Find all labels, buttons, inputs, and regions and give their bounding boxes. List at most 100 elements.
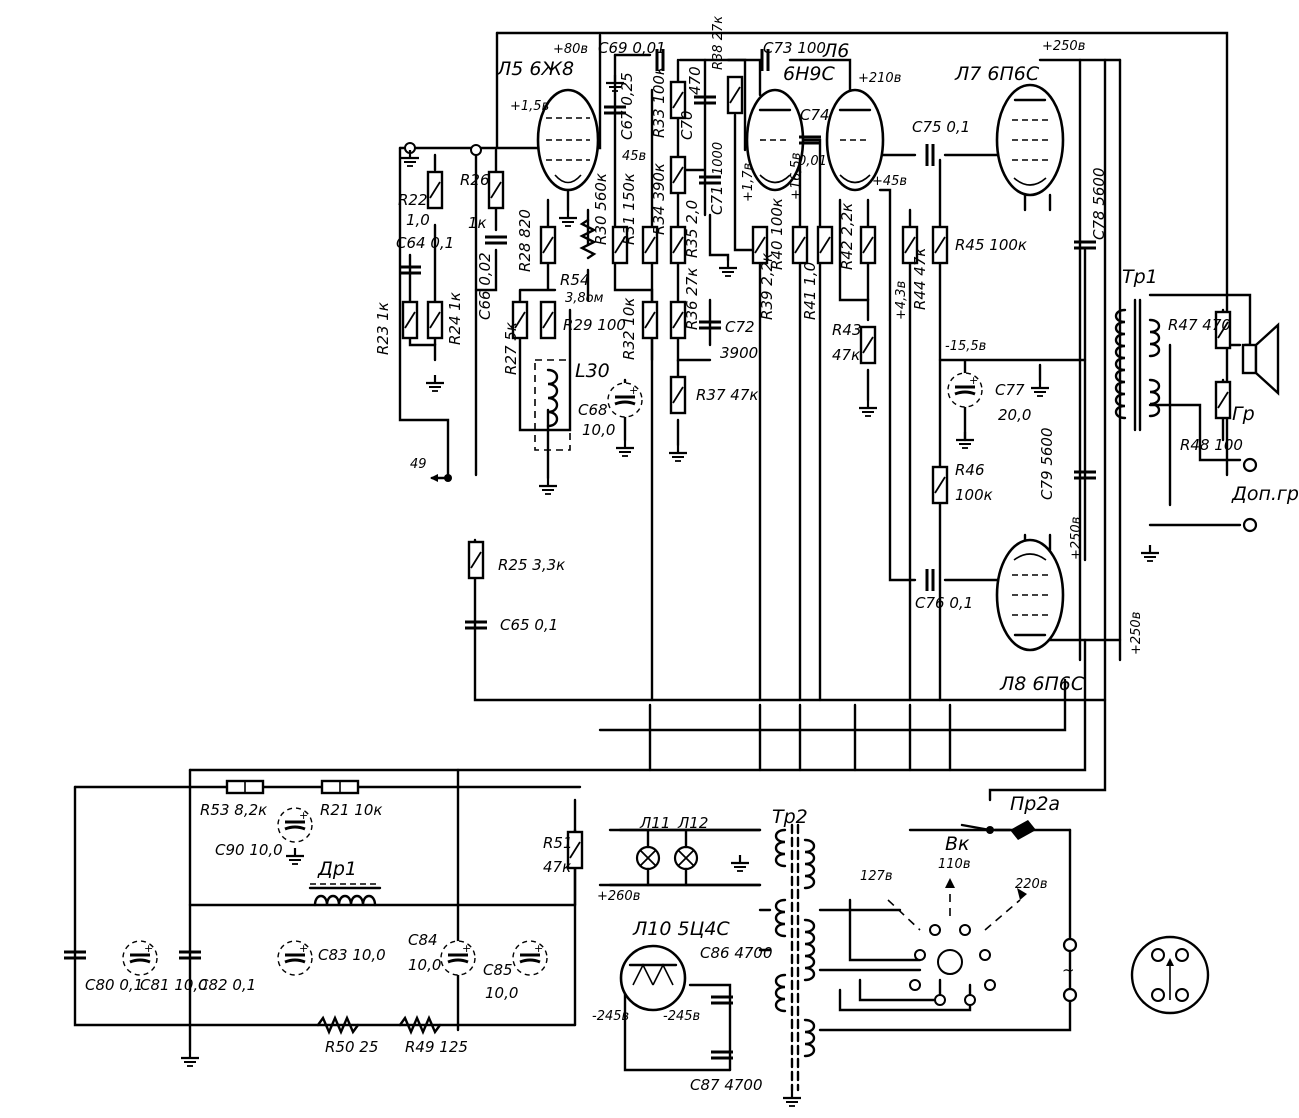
label-c77v: 20,0 [998,406,1031,424]
dr1-choke [313,894,377,907]
label-r30: R30 560к [592,173,610,245]
label-c82: C82 0,1 [198,976,256,994]
label-dc38: 3,8ом [565,291,604,306]
label-v250a: +250в [1069,517,1084,560]
label-v165: +16,5в [789,153,804,201]
lamp-l11 [635,845,661,871]
label-c85: C85 [483,961,513,979]
label-r43v: 47к [832,346,860,364]
ext-speaker-jack-2 [1242,517,1258,533]
label-dr1: Др1 [317,858,357,880]
label-r37: R37 47к [696,386,758,404]
label-c75: C75 0,1 [912,118,970,136]
r42-resistor [859,225,877,265]
label-c86: C86 4700 [700,944,773,962]
label-c85v: 10,0 [485,984,518,1002]
label-r36: R36 27к [683,268,701,330]
label-v210: +210в [858,71,901,86]
label-r39: R39 2,2к [758,253,776,320]
label-r49: R49 125 [405,1038,468,1056]
tube-l7 [995,83,1065,197]
mains-plug-1 [1062,937,1078,953]
label-r53: R53 8,2к [200,801,267,819]
r49-resistor [398,1014,442,1036]
label-node49: 49 [410,457,427,472]
r46-resistor [931,465,949,505]
label-r29: R29 100 [563,316,626,334]
r41-resistor [816,225,834,265]
label-c81: C81 10,0 [140,976,208,994]
label-r45: R45 100к [955,236,1027,254]
r29-resistor [539,300,557,340]
label-c87: C87 4700 [690,1076,763,1094]
label-l6b: 6Н9С [783,63,835,85]
label-tr1: Тр1 [1122,266,1158,288]
label-r41: R41 1,0 [801,262,819,320]
label-l30: L30 [575,360,610,382]
c78-capacitor [1072,240,1098,250]
label-l8: Л8 6П6С [999,673,1085,695]
tube-l10-rectifier [619,944,687,1012]
lamp-l12 [673,845,699,871]
label-l12: Л12 [677,814,708,832]
label-r44: R44 47к [911,248,929,310]
label-c66: C66 0,02 [476,252,494,320]
c81-elcap [121,939,159,977]
label-r38: R38 27к [711,16,726,70]
label-v250b: +250в [1129,612,1144,655]
label-v250top: +250в [1042,39,1085,54]
label-v80: +80в [553,42,588,57]
label-c69: C69 0,01 [598,39,666,57]
label-c68v: 10,0 [582,421,615,439]
r48-resistor [1214,380,1232,420]
label-vneg155: -15,5в [945,339,986,354]
label-r27: R27 5к [502,322,520,375]
label-c84v: 10,0 [408,956,441,974]
tube-l6 [745,88,885,192]
label-r43: R43 [832,321,862,339]
label-r42: R42 2,2к [838,203,856,270]
r40-resistor [791,225,809,265]
c71-capacitor [697,175,723,185]
r37-resistor [669,375,687,415]
label-pr2a: Пр2а [1010,793,1060,815]
label-r40: R40 100к [768,198,786,270]
c90-elcap [276,806,314,844]
label-c77: C77 [995,381,1025,399]
label-vk: Вк [945,833,970,855]
label-l6a: Л6 [822,40,849,62]
label-v45b: +45в [872,174,907,189]
label-c70v: 470 [686,66,704,95]
label-v260: +260в [597,889,640,904]
label-c71v: 1000 [711,142,726,175]
label-l10: Л10 5Ц4С [632,918,730,940]
r38-resistor [726,75,744,115]
label-r22v: 1,0 [406,211,430,229]
label-c72: C72 [725,318,755,336]
c85-elcap [511,939,549,977]
label-c78: C78 5600 [1090,167,1108,240]
r21-resistor [320,779,360,795]
label-c67: C67 0,25 [618,72,636,140]
label-c72v: 3900 [720,344,758,362]
label-c83: C83 10,0 [318,946,386,964]
label-c80: C80 0,1 [85,976,143,994]
r28-resistor [539,225,557,265]
label-tr2: Тр2 [772,806,808,828]
label-r35: R35 2,0 [683,200,701,258]
label-v220: 220в [1015,877,1047,892]
label-l5: Л5 6Ж8 [496,58,574,80]
label-c71: C71 [708,185,726,215]
label-v110: 110в [938,857,970,872]
r26-resistor [487,170,505,210]
label-r28: R28 820 [516,209,534,272]
label-r34: R34 390к [650,163,668,235]
label-v17: +1,7в [741,163,756,202]
r23-resistor [401,300,419,340]
label-l7: Л7 6П6С [954,63,1040,85]
label-r51: R51 [543,834,573,852]
tr1-transformer [1114,298,1161,432]
label-dopgr: Доп.гр [1231,483,1299,505]
label-r32: R32 10к [620,298,638,360]
